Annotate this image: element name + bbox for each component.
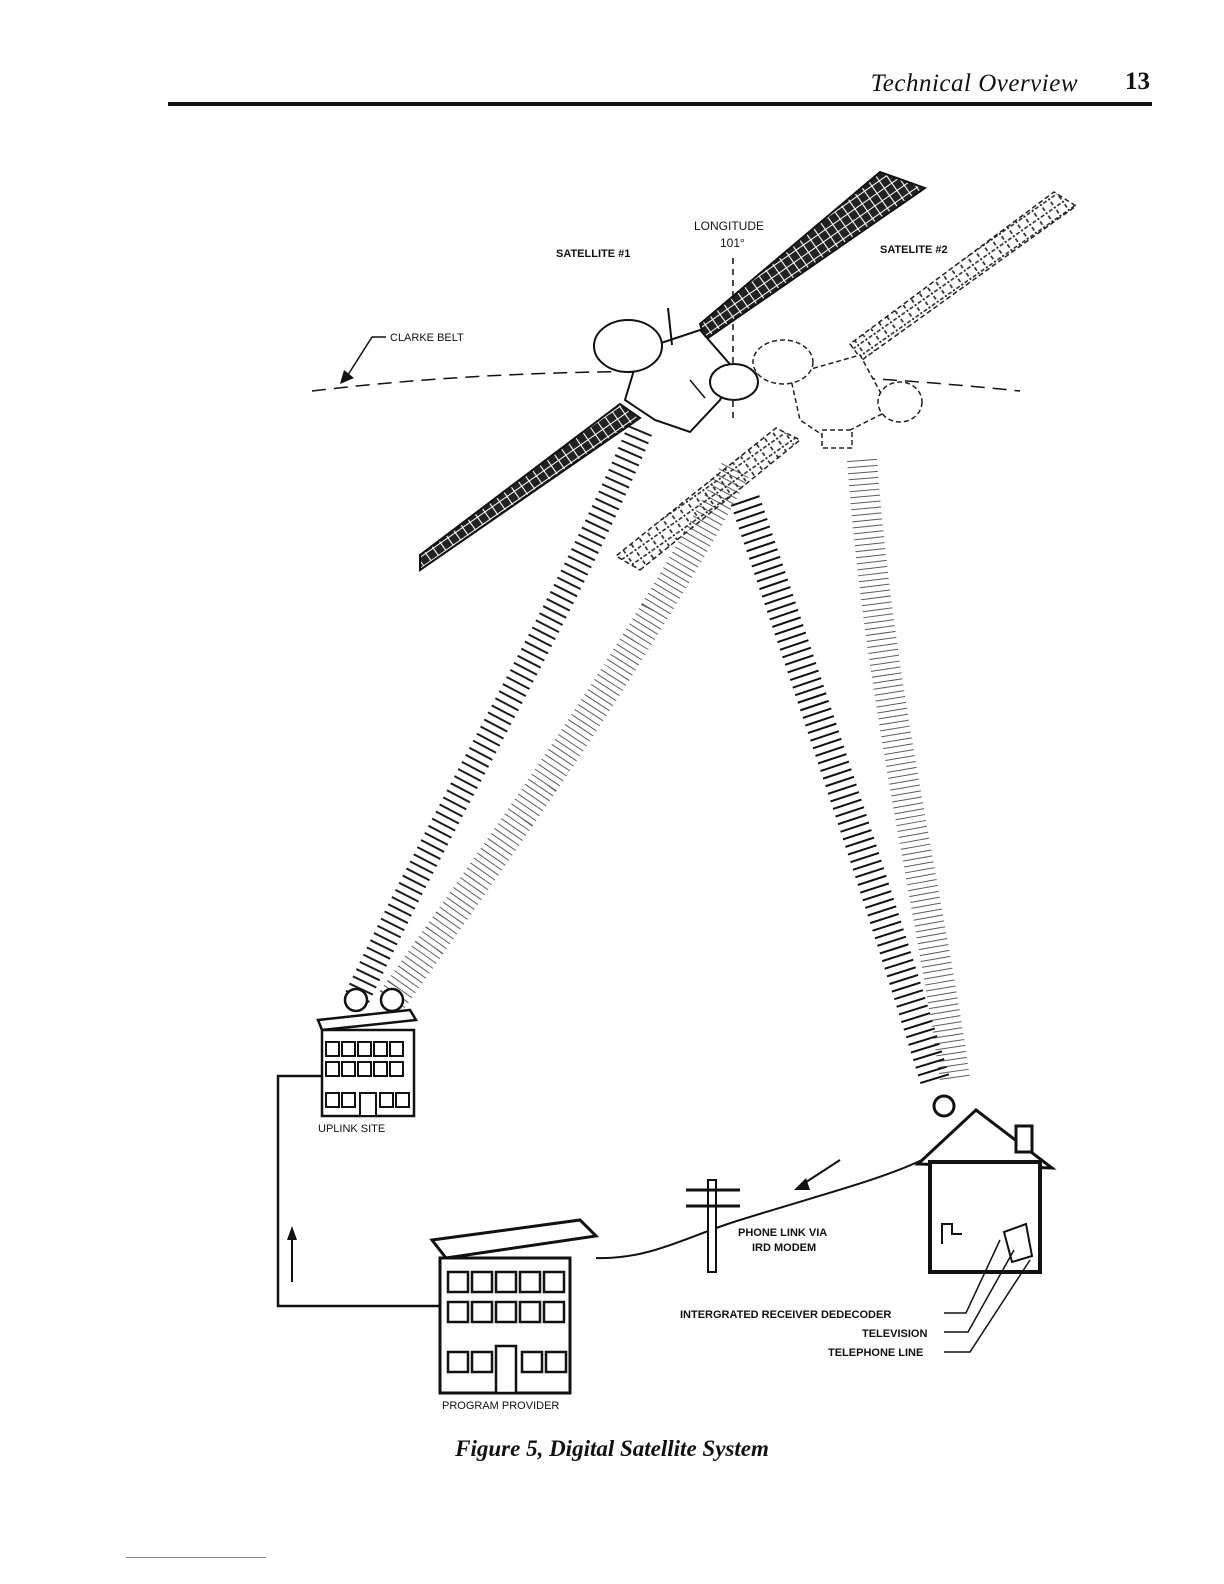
phone-link-arrow-head (794, 1178, 810, 1190)
clarke-belt-arrow (340, 370, 354, 384)
satellite-1-dish-2 (710, 364, 758, 400)
uplink-site-label: UPLINK SITE (318, 1123, 385, 1135)
longitude-value: 101° (720, 236, 745, 250)
uplink-dish-1 (345, 989, 367, 1011)
program-provider-label: PROGRAM PROVIDER (442, 1400, 559, 1412)
upward-arrow-head (287, 1226, 297, 1240)
television-label: TELEVISION (862, 1328, 927, 1340)
subscriber-house (918, 1096, 1052, 1272)
uplink-site-building (318, 989, 416, 1116)
clarke-belt-leader (346, 337, 386, 378)
satellite-1-dish-1 (594, 320, 662, 372)
uplink-dish-2 (381, 989, 403, 1011)
satellite-2-label: SATELITE #2 (880, 244, 948, 256)
house-dish (934, 1096, 954, 1116)
downlink-beam-solid (745, 500, 935, 1080)
satellite-2-dish-2 (878, 382, 922, 422)
figure-caption: Figure 5, Digital Satellite System (0, 1436, 1224, 1462)
satellite-2-dish-1 (753, 340, 813, 384)
phone-link-label-line2: IRD MODEM (752, 1242, 816, 1254)
telephone-line-label: TELEPHONE LINE (828, 1347, 923, 1359)
longitude-label: LONGITUDE (694, 219, 764, 233)
satellite-1-label: SATELLITE #1 (556, 248, 630, 260)
footer-rule (126, 1557, 266, 1558)
clarke-belt-label: CLARKE BELT (390, 332, 464, 344)
phone-link-label-line1: PHONE LINK VIA (738, 1227, 827, 1239)
satellite-2-feed (822, 430, 852, 448)
ird-label: INTERGRATED RECEIVER DEDECODER (680, 1309, 891, 1321)
telephone-pole (686, 1180, 740, 1272)
program-provider-building (432, 1220, 596, 1393)
